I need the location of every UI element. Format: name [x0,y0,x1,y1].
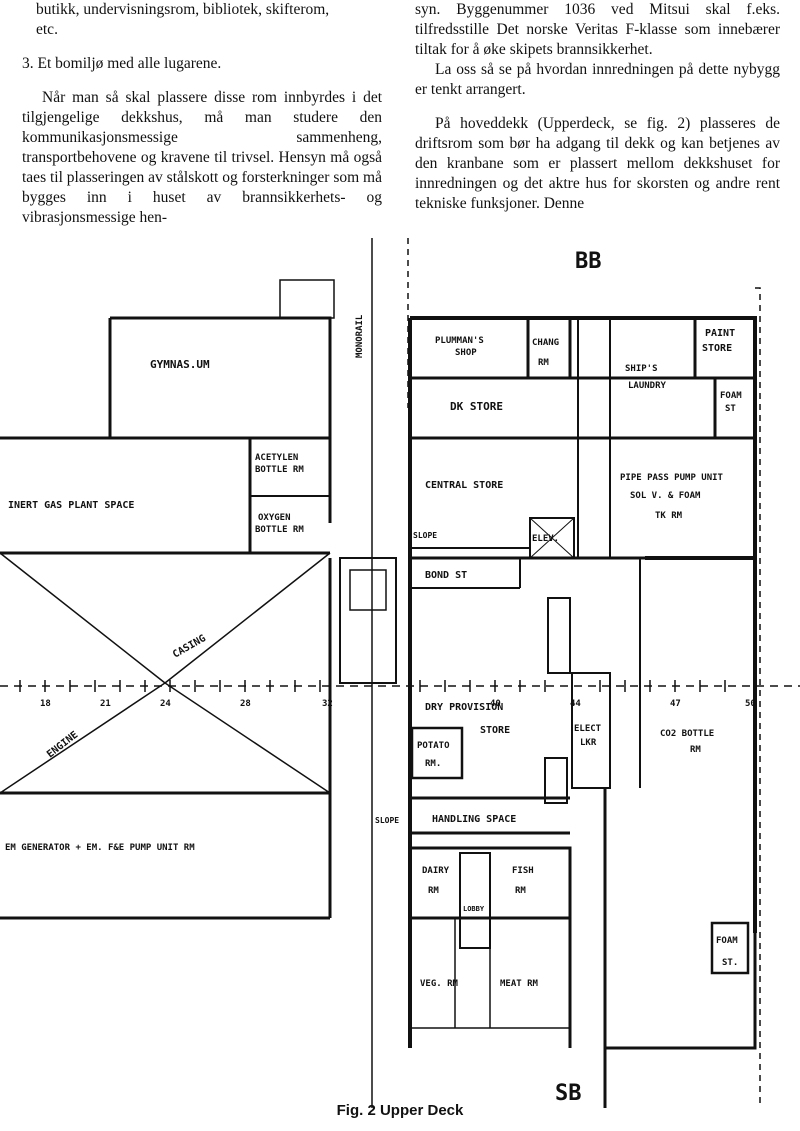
label-dairy-rm: DAIRY [422,866,450,876]
frame-number: 40 [490,699,501,709]
left-house-outline [110,316,332,523]
label-inert-gas: INERT GAS PLANT SPACE [8,500,134,511]
label-bond-st: BOND ST [425,570,467,581]
right-paragraph-2: La oss så se på hvordan innredningen på … [415,61,780,98]
frame-number: 28 [240,699,251,709]
right-text-column: syn. Byggenummer 1036 ved Mitsui skal f.… [415,0,780,214]
label-handling-space: HANDLING SPACE [432,814,516,825]
label-foam-st-top: FOAM [720,391,742,401]
label-plumbers-shop-2: SHOP [455,348,477,358]
label-chang-rm: CHANG [532,338,559,348]
label-pipe-pass: PIPE PASS PUMP UNIT [620,473,724,483]
left-line-2: etc. [36,21,58,38]
label-acetylen: ACETYLEN [255,453,298,463]
label-oxygen: OXYGEN [258,513,291,523]
frame-number: 24 [160,699,171,709]
label-engine: ENGINE [45,729,80,760]
label-dairy-rm-2: RM [428,886,439,896]
label-slope-1: SLOPE [413,531,437,540]
list-item-3: 3. Et bomiljø med alle lugarene. [22,55,222,72]
label-paint-store: PAINT [705,328,735,339]
label-acetylen-2: BOTTLE RM [255,465,304,475]
label-co2-bottle: CO2 BOTTLE [660,729,714,739]
label-potato-rm-2: RM. [425,759,441,769]
frame-number: 44 [570,699,581,709]
label-central-store: CENTRAL STORE [425,480,503,491]
label-pipe-pass-2: SOL V. & FOAM [630,491,701,501]
label-fish-rm-2: RM [515,886,526,896]
right-paragraph-3: På hoveddekk (Upperdeck, se fig. 2) plas… [415,115,780,212]
upper-deck-plan-drawing: BB SB GYMNAS.UM ACETYLEN BOTTLE RM OXYGE… [0,238,800,1108]
frame-number: 47 [670,699,681,709]
label-elect-lkr-2: LKR [580,738,597,748]
label-oxygen-2: BOTTLE RM [255,525,304,535]
label-co2-bottle-2: RM [690,745,701,755]
label-plumbers-shop: PLUMMAN'S [435,336,484,346]
label-meat-rm: MEAT RM [500,979,539,989]
label-elev: ELEV. [532,534,559,544]
label-gymnasium: GYMNAS.UM [150,358,210,371]
right-paragraph-1: syn. Byggenummer 1036 ved Mitsui skal f.… [415,1,780,58]
label-ships-laundry-2: LAUNDRY [628,381,667,391]
label-veg-rm: VEG. RM [420,979,459,989]
label-potato-rm: POTATO [417,741,450,751]
label-elect-lkr: ELECT [574,724,602,734]
label-fish-rm: FISH [512,866,534,876]
figure-caption: Fig. 2 Upper Deck [336,1102,464,1119]
label-casing: CASING [171,633,208,661]
label-bb: BB [575,249,602,274]
label-paint-store-2: STORE [702,343,732,354]
label-dry-provision: DRY PROVISION [425,702,503,713]
label-monorail: MONORAIL [355,314,365,358]
label-sb: SB [555,1081,582,1106]
left-line-1: butikk, undervisningsrom, bibliotek, ski… [36,1,330,18]
frame-number: 50 [745,699,756,709]
label-pipe-pass-3: TK RM [655,511,683,521]
left-text-column: butikk, undervisningsrom, bibliotek, ski… [22,0,382,228]
label-slope-2: SLOPE [375,816,399,825]
label-foam-st-top-2: ST [725,404,736,414]
label-chang-rm-2: RM [538,358,549,368]
label-lobby: LOBBY [463,905,485,913]
frame-number: 32 [322,699,333,709]
label-foam-st-bottom-2: ST. [722,958,738,968]
frame-number: 21 [100,699,111,709]
left-paragraph: Når man så skal plassere disse rom innby… [22,89,382,226]
label-ships-laundry: SHIP'S [625,364,658,374]
label-foam-st-bottom: FOAM [716,936,738,946]
frame-number: 18 [40,699,51,709]
label-dry-provision-2: STORE [480,725,510,736]
label-em-generator: EM GENERATOR + EM. F&E PUMP UNIT RM [5,843,195,853]
label-dk-store: DK STORE [450,400,503,413]
